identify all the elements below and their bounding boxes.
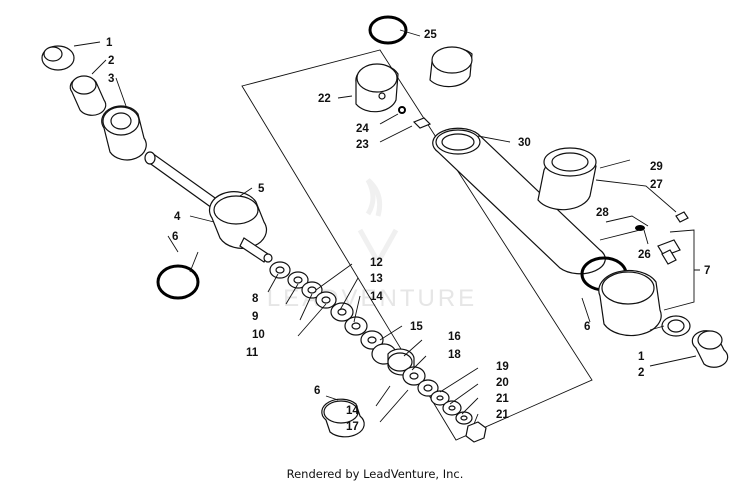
callout-6-right: 6	[584, 321, 590, 333]
bushing-6-top	[429, 46, 473, 88]
piston-head-5	[208, 191, 273, 263]
bushing-2-bottom	[691, 330, 729, 368]
callout-27: 28	[596, 207, 609, 219]
bushing-6-bottom	[321, 398, 365, 438]
footer-credit: Rendered by LeadVenture, Inc.	[286, 467, 464, 481]
watermark-logo	[357, 178, 399, 268]
callout-12: 13	[370, 273, 383, 285]
shaft-4	[144, 151, 233, 219]
callout-11: 12	[370, 257, 383, 269]
callout-19: 20	[496, 377, 509, 389]
callout-1-bottom: 1	[638, 351, 645, 363]
leader-lines	[73, 29, 700, 425]
callout-8: 9	[252, 311, 258, 323]
shim-stack	[269, 261, 487, 443]
callout-labels: 1 2 3 4 5 6 22 24 23 25 30 29 27 28 26 7…	[106, 29, 710, 433]
o-ring-6-left	[156, 264, 200, 300]
bushing-1-top	[41, 45, 75, 71]
callout-7: 8	[252, 293, 259, 305]
callout-20: 21	[496, 393, 509, 405]
callout-14: 15	[410, 321, 423, 333]
subassembly-outline	[241, 49, 593, 441]
schrader-valve-26	[657, 239, 681, 265]
valve-23	[412, 117, 432, 129]
bushing-1-bottom	[661, 315, 691, 337]
screw-29	[675, 211, 689, 223]
callout-10: 11	[246, 347, 259, 359]
callout-25: 30	[518, 137, 531, 149]
o-ring-24	[398, 106, 406, 114]
callout-9: 10	[252, 329, 265, 341]
callout-18: 19	[496, 361, 509, 373]
callout-28: 26	[638, 249, 651, 261]
eyelet-3	[101, 105, 147, 161]
end-cap	[598, 269, 662, 337]
callout-13-top: 14	[370, 291, 383, 303]
callout-23: 23	[356, 139, 369, 151]
o-ring-28	[635, 225, 645, 231]
callout-30: 29	[650, 161, 663, 173]
callout-26: 7	[704, 265, 710, 277]
callout-6-bottom: 6	[314, 385, 320, 397]
callout-1-top: 1	[106, 37, 113, 49]
callout-6-left: 6	[172, 231, 178, 243]
callout-2-bottom: 2	[638, 367, 644, 379]
callout-5: 5	[258, 183, 265, 195]
callout-15: 16	[448, 331, 461, 343]
callout-24: 24	[356, 123, 369, 135]
callout-16: 18	[448, 349, 461, 361]
reservoir-cap-22	[355, 63, 399, 113]
bushing-2-top	[69, 75, 107, 116]
callout-6-top: 25	[424, 29, 437, 41]
callout-21: 21	[496, 409, 509, 421]
callout-22: 22	[318, 93, 331, 105]
bumper-30	[537, 147, 597, 211]
callout-2-top: 2	[108, 55, 114, 67]
callout-3: 3	[108, 73, 114, 85]
callout-29: 27	[650, 179, 663, 191]
callout-17: 17	[346, 421, 359, 433]
callout-13-bottom: 14	[346, 405, 359, 417]
callout-4: 4	[174, 211, 181, 223]
reservoir-body-25	[432, 127, 606, 275]
o-ring-6-top	[368, 15, 408, 45]
